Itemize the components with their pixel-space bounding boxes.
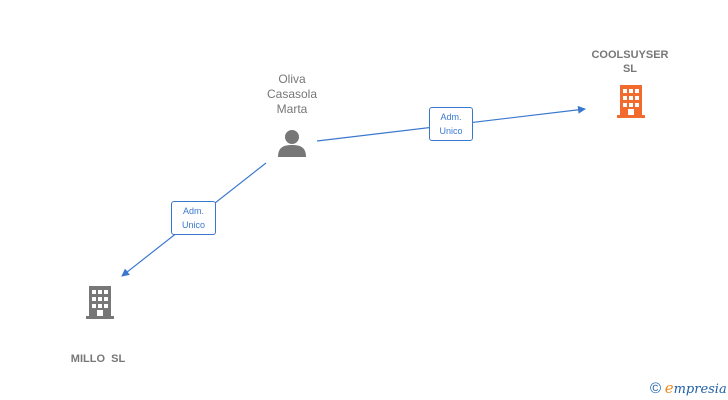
logo-text: mpresia (673, 382, 727, 397)
logo-e: e (664, 379, 674, 397)
edge-label-adm-unico: Adm. Unico (429, 107, 473, 141)
company-name-label-coolsuyser[interactable]: COOLSUYSER SL (591, 49, 669, 75)
building-icon[interactable] (617, 85, 645, 118)
copyright-icon: © (650, 380, 662, 397)
person-name-label[interactable]: Oliva Casasola Marta (266, 72, 318, 116)
person-icon[interactable] (278, 130, 306, 157)
company-name-label-millo[interactable]: MILLO SL (70, 353, 126, 365)
empresia-logo: © empresia (650, 379, 727, 397)
edge-label-adm-unico: Adm. Unico (171, 201, 216, 235)
building-icon[interactable] (86, 286, 114, 319)
